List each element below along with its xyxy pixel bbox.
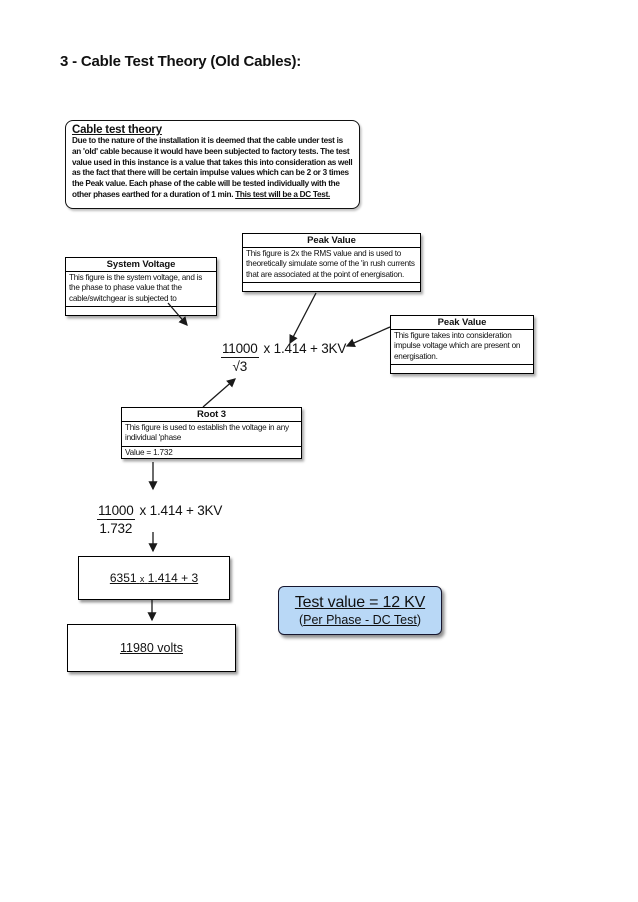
callout-peak-value-right: Peak Value This figure takes into consid… <box>390 315 534 375</box>
fraction: 11000 1.732 <box>97 503 135 536</box>
fraction-denominator: 1.732 <box>99 521 133 536</box>
theory-note-title: Cable test theory <box>72 124 162 136</box>
per-phase-text: Per Phase - DC Test <box>303 613 417 627</box>
callout-title: System Voltage <box>66 258 216 272</box>
arrow-peak-right-to-formula <box>345 326 391 348</box>
paren-open: ( <box>298 613 304 627</box>
step-box-6351: 6351 x 1.414 + 3 <box>78 556 230 600</box>
page-title: 3 - Cable Test Theory (Old Cables): <box>60 53 302 70</box>
formula-tail: x 1.414 + 3KV <box>139 503 223 518</box>
arrow-root3-to-formula <box>202 378 236 408</box>
per-phase-line: (Per Phase - DC Test) <box>299 613 421 627</box>
callout-body: This figure is the system voltage, and i… <box>69 273 203 303</box>
callout-title: Peak Value <box>391 316 533 330</box>
fraction-numerator: 11000 <box>221 341 259 358</box>
callout-title: Peak Value <box>243 234 420 248</box>
fraction-denominator: √3 <box>232 359 248 374</box>
formula-tail: x 1.414 + 3KV <box>263 341 347 356</box>
callout-footer <box>66 306 216 315</box>
formula-phase-voltage-resolved: 11000 1.732 x 1.414 + 3KV <box>97 503 222 536</box>
callout-value: Value = 1.732 <box>122 445 301 458</box>
operand-b: 1.414 + 3 <box>147 571 199 585</box>
test-value-result-box: Test value = 12 KV (Per Phase - DC Test) <box>278 586 442 635</box>
multiply-sign: x <box>139 574 145 584</box>
formula-phase-voltage: 11000 √3 x 1.414 + 3KV <box>221 341 346 374</box>
theory-note-body-text: Due to the nature of the installation it… <box>72 136 353 199</box>
callout-footer <box>391 364 533 373</box>
fraction-numerator: 11000 <box>97 503 135 520</box>
cable-test-theory-note: Cable test theory Due to the nature of t… <box>65 120 360 209</box>
callout-system-voltage: System Voltage This figure is the system… <box>65 257 217 317</box>
result-volts-box: 11980 volts <box>67 624 236 672</box>
callout-title: Root 3 <box>122 408 301 422</box>
arrow-peak-top-to-formula <box>289 292 317 345</box>
test-value-line: Test value = 12 KV <box>294 594 426 611</box>
operand-a: 6351 <box>109 571 137 585</box>
callout-root-3: Root 3 This figure is used to establish … <box>121 407 302 459</box>
fraction: 11000 √3 <box>221 341 259 374</box>
paren-close: ) <box>416 613 422 627</box>
callout-body: This figure is 2x the RMS value and is u… <box>246 249 415 279</box>
step-box-6351-text: 6351 x 1.414 + 3 <box>110 571 198 585</box>
result-volts-text: 11980 volts <box>119 641 183 655</box>
callout-peak-value-top: Peak Value This figure is 2x the RMS val… <box>242 233 421 293</box>
callout-body: This figure is used to establish the vol… <box>125 423 289 443</box>
theory-note-body: Due to the nature of the installation it… <box>72 136 353 201</box>
theory-note-dc-test-underline: This test will be a DC Test. <box>235 189 331 199</box>
callout-body: This figure takes into consideration imp… <box>394 331 521 361</box>
callout-footer <box>243 282 420 291</box>
